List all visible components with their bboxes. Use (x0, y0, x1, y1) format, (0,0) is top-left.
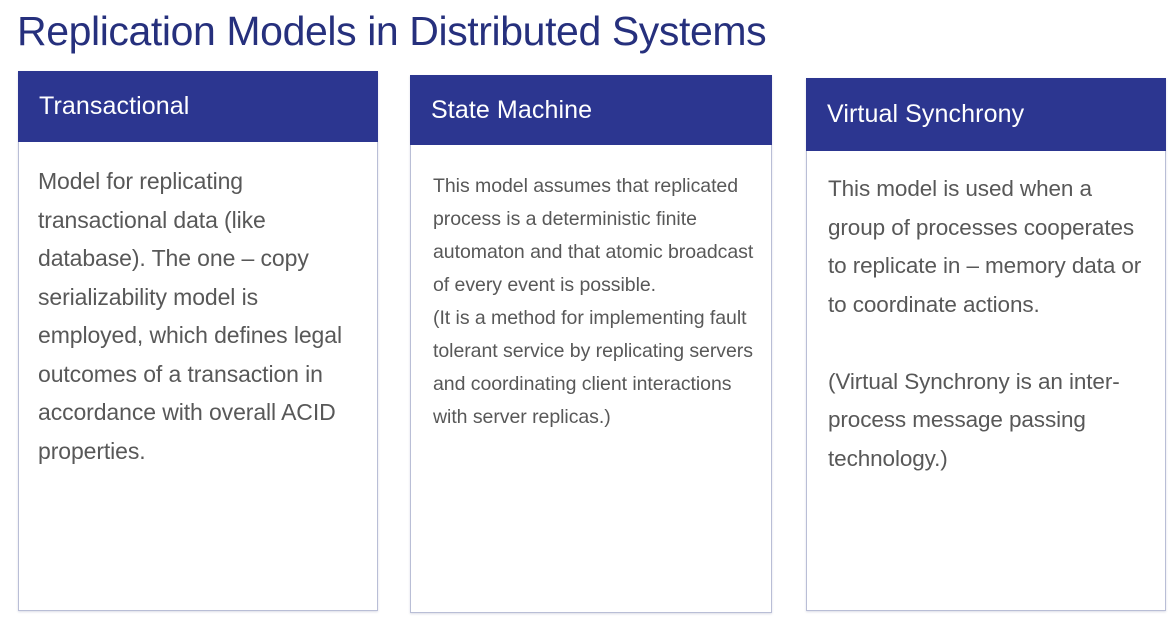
card-virtual-synchrony-body: This model is used when a group of proce… (828, 176, 1142, 471)
card-virtual-synchrony-header: Virtual Synchrony (806, 78, 1166, 151)
card-transactional (18, 71, 378, 611)
card-transactional-title: Transactional (39, 92, 190, 120)
card-virtual-synchrony-title: Virtual Synchrony (827, 100, 1025, 128)
card-transactional-header: Transactional (18, 71, 378, 142)
card-state-machine-header: State Machine (410, 75, 772, 145)
card-virtual-synchrony (806, 78, 1166, 611)
card-transactional-body: Model for replicating transactional data… (38, 168, 342, 464)
page-title: Replication Models in Distributed System… (17, 8, 767, 54)
card-state-machine-body: This model assumes that replicated proce… (433, 175, 754, 428)
card-state-machine (410, 75, 772, 613)
card-state-machine-title: State Machine (431, 95, 593, 124)
